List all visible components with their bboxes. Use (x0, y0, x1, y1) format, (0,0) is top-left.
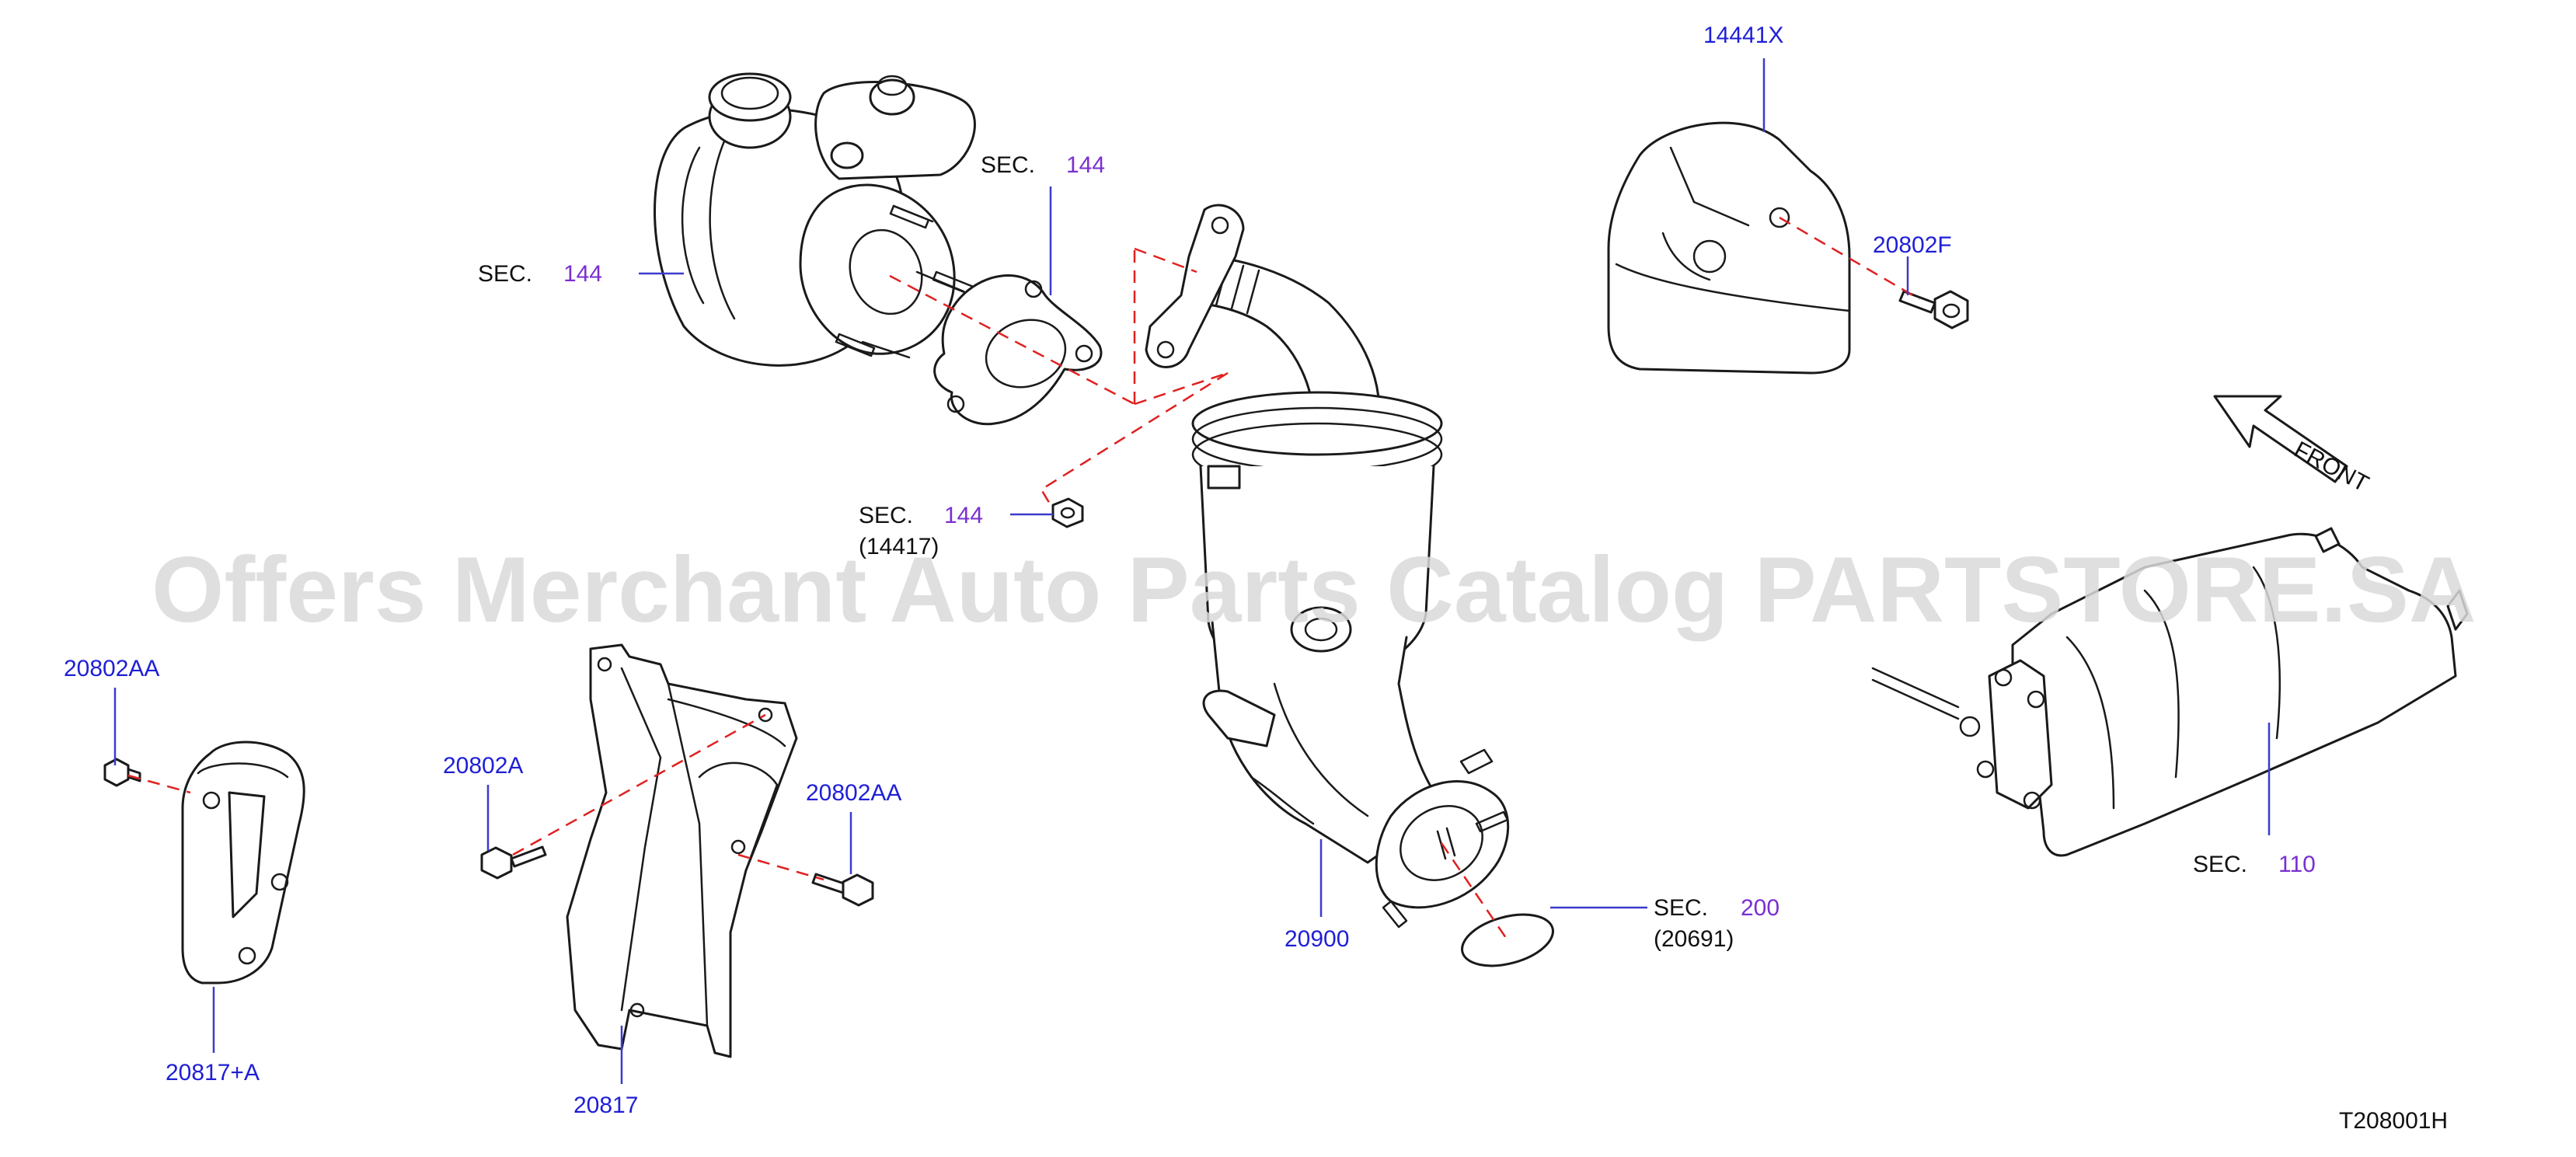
seal-sec-prefix: SEC. (1654, 895, 1708, 921)
part-label-20802f[interactable]: 20802F (1873, 232, 1952, 258)
nut-sec-sub: (14417) (859, 534, 939, 559)
heat-shield-20817-drawing (566, 643, 798, 1058)
turbocharger-drawing (654, 72, 981, 367)
gasket-sec-number[interactable]: 144 (1066, 152, 1105, 178)
gasket-sec-prefix: SEC. (981, 152, 1035, 178)
part-label-20900[interactable]: 20900 (1285, 926, 1349, 952)
watermark-text: Offers Merchant Auto Parts Catalog PARTS… (152, 538, 2477, 642)
front-direction-arrow (2213, 395, 2348, 483)
assembly-dashed-lines (127, 216, 1920, 941)
heat-shield-20817a-drawing (181, 741, 305, 984)
part-label-20802aa-left[interactable]: 20802AA (64, 656, 159, 681)
seal-ring-drawing (1461, 913, 1554, 967)
nut-drawing (1051, 497, 1084, 528)
nut-sec-prefix: SEC. (859, 503, 913, 528)
engine-sec-number[interactable]: 110 (2278, 852, 2316, 877)
seal-sec-sub: (20691) (1654, 926, 1734, 952)
turbo-sec-number[interactable]: 144 (563, 261, 602, 287)
turbo-gasket-drawing (933, 274, 1103, 426)
bolt-20802a-drawing (480, 845, 547, 880)
leader-lines (113, 58, 2271, 1084)
bolt-20802f-drawing (1898, 290, 1969, 329)
part-label-20817[interactable]: 20817 (573, 1093, 638, 1118)
turbo-sec-prefix: SEC. (478, 261, 532, 287)
seal-sec-number[interactable]: 200 (1741, 895, 1779, 921)
engine-sec-prefix: SEC. (2193, 852, 2247, 877)
bolt-20802aa-left-drawing (103, 758, 141, 787)
nut-sec-number[interactable]: 144 (944, 503, 983, 528)
heat-shield-14441x-drawing (1607, 121, 1851, 375)
part-label-14441x[interactable]: 14441X (1703, 23, 1783, 48)
diagram-code: T208001H (2339, 1108, 2448, 1134)
part-label-20802a[interactable]: 20802A (443, 753, 523, 779)
front-label: FRONT (2290, 437, 2373, 497)
engine-block-drawing (1871, 527, 2469, 857)
part-label-20802aa-mid[interactable]: 20802AA (806, 780, 901, 806)
part-label-20817a[interactable]: 20817+A (166, 1060, 260, 1086)
